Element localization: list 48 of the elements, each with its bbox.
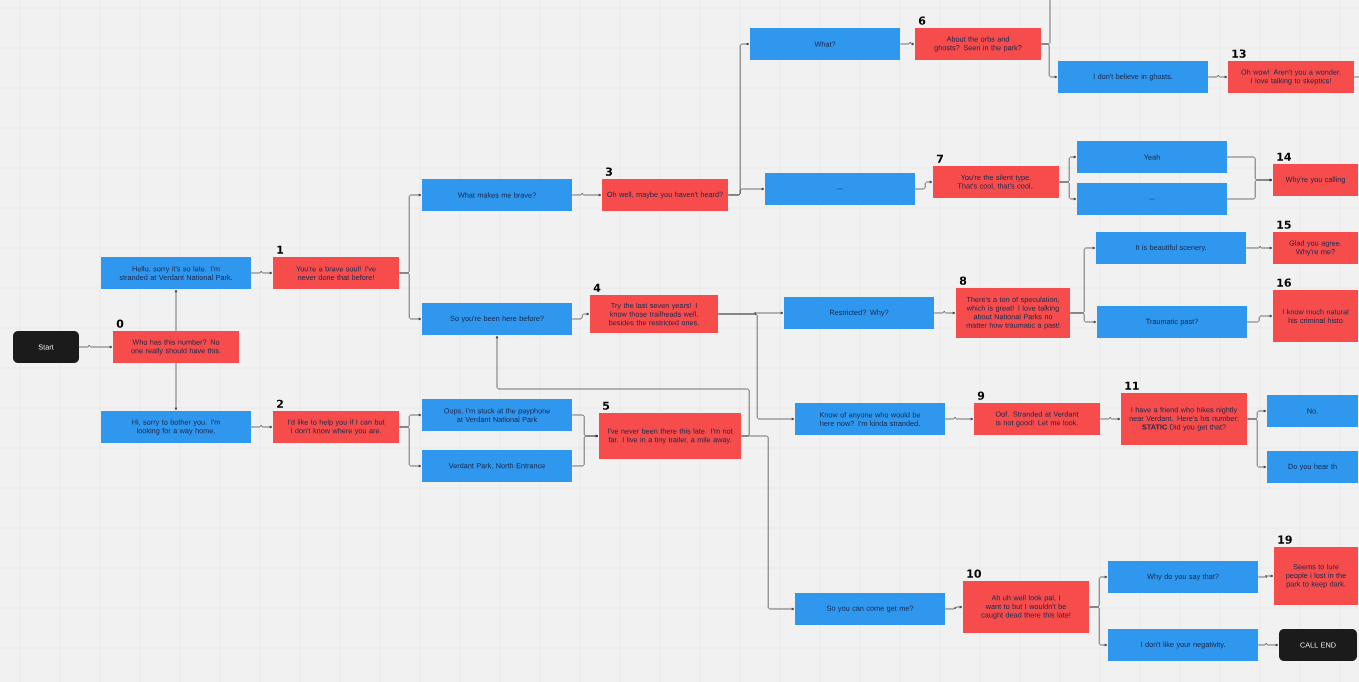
arrow bbox=[174, 362, 178, 411]
step-number: 10 bbox=[967, 569, 981, 578]
arrow bbox=[1246, 418, 1267, 469]
step-number: 3 bbox=[605, 167, 612, 176]
step-number: 2 bbox=[277, 399, 283, 408]
step-number: 16 bbox=[1277, 278, 1291, 287]
arrow bbox=[398, 272, 422, 321]
arrow bbox=[1245, 245, 1273, 250]
arrow bbox=[174, 289, 178, 332]
step-number: 14 bbox=[1277, 152, 1291, 161]
arrow bbox=[1099, 416, 1121, 421]
arrow bbox=[495, 335, 750, 437]
arrow bbox=[1040, 43, 1058, 79]
step-number: 6 bbox=[918, 16, 926, 25]
arrow bbox=[944, 416, 974, 421]
step-number: 9 bbox=[977, 391, 985, 400]
step-number: 4 bbox=[593, 283, 601, 292]
arrow bbox=[1058, 181, 1077, 201]
arrow bbox=[1069, 312, 1097, 324]
arrow bbox=[571, 312, 590, 320]
arrow bbox=[1257, 642, 1279, 647]
arrow bbox=[727, 187, 765, 196]
arrow bbox=[250, 424, 273, 429]
arrow bbox=[1246, 314, 1273, 323]
arrow bbox=[914, 180, 933, 190]
step-number: 5 bbox=[603, 401, 610, 410]
step-number: 19 bbox=[1278, 535, 1292, 544]
step-number: 11 bbox=[1125, 381, 1139, 390]
arrow bbox=[78, 344, 113, 349]
step-number: 0 bbox=[116, 319, 124, 328]
step-number: 8 bbox=[959, 276, 967, 285]
arrow bbox=[1207, 74, 1228, 79]
arrow bbox=[717, 313, 795, 421]
arrow bbox=[1088, 606, 1108, 647]
step-number: 15 bbox=[1277, 220, 1291, 229]
arrow bbox=[1257, 574, 1274, 579]
step-number: 13 bbox=[1232, 49, 1246, 58]
arrow bbox=[933, 310, 956, 315]
arrow bbox=[740, 435, 795, 611]
step-number: 7 bbox=[936, 154, 943, 163]
arrow bbox=[899, 41, 915, 46]
arrow bbox=[250, 270, 273, 275]
step-number: 1 bbox=[277, 245, 284, 254]
arrow bbox=[1226, 178, 1273, 200]
arrow bbox=[571, 434, 599, 467]
arrow bbox=[571, 192, 602, 197]
arrow bbox=[398, 426, 422, 468]
arrow bbox=[944, 605, 963, 610]
